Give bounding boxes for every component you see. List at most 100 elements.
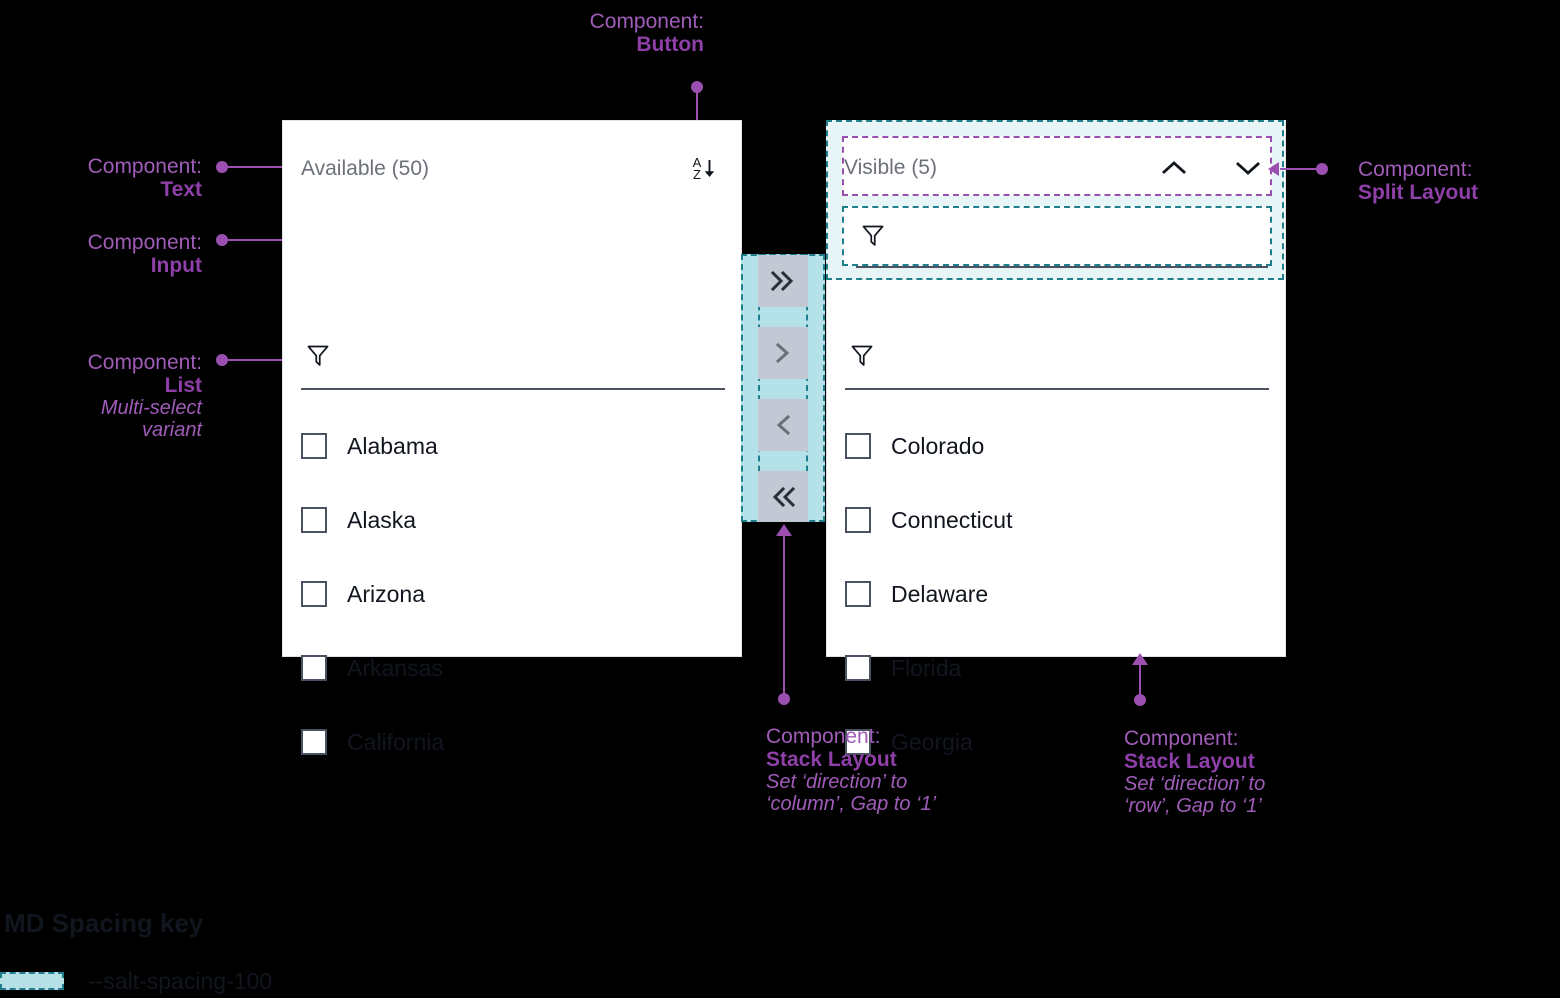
list-item-label: Alabama (347, 432, 438, 459)
annotation-button: Component: Button (500, 10, 704, 56)
chevron-left-icon (776, 414, 791, 436)
annotation-stack-column-note1: Set ‘direction’ to (766, 771, 908, 794)
list-item-label: Georgia (891, 728, 973, 755)
visible-panel-header-content: Visible (5) (844, 148, 1268, 188)
checkbox-icon[interactable] (301, 507, 327, 533)
list-item-label: Arkansas (347, 654, 443, 681)
spacing-overlay-visible-filter (842, 206, 1272, 266)
annotation-stack-row-line (1139, 663, 1141, 696)
checkbox-icon[interactable] (845, 507, 871, 533)
annotation-input-label: Component: (87, 231, 202, 254)
list-item-label: Connecticut (891, 506, 1013, 533)
visible-panel-title-text: Visible (5) (844, 156, 937, 179)
list-item[interactable]: Connecticut (845, 483, 1269, 557)
list-item[interactable]: Georgia (845, 705, 1269, 779)
funnel-filter-icon (862, 225, 884, 246)
visible-filter-visual[interactable] (844, 208, 1270, 268)
list-item[interactable]: Alabama (301, 409, 725, 483)
move-all-left-button[interactable] (758, 471, 808, 522)
annotation-split-layout: Component: Split Layout (1358, 158, 1478, 204)
spacing-key-title: MD Spacing key (4, 908, 204, 938)
spacing-key-swatch (0, 972, 64, 990)
checkbox-icon[interactable] (845, 729, 871, 755)
chevron-down-icon (1236, 162, 1260, 175)
chevron-right-icon (775, 342, 790, 364)
annotation-button-label: Component: (589, 10, 704, 33)
checkbox-icon[interactable] (301, 581, 327, 607)
list-item-label: California (347, 728, 445, 755)
spacing-overlay-visible-header (842, 136, 1272, 196)
move-right-button[interactable] (758, 327, 808, 379)
annotation-stack-column: Component: Stack Layout Set ‘direction’ … (766, 725, 936, 815)
annotation-text: Component: Text (0, 155, 202, 201)
checkbox-icon[interactable] (845, 581, 871, 607)
visible-filter-underline-visual (856, 266, 1268, 268)
available-panel-actions: A Z (685, 151, 725, 187)
move-left-button[interactable] (758, 399, 808, 451)
sort-az-descending-icon: A Z (692, 155, 718, 182)
annotation-button-name: Button (636, 33, 704, 57)
visible-filter-underline (845, 388, 1269, 390)
annotation-button-line (696, 87, 698, 134)
list-item[interactable]: California (301, 705, 725, 779)
annotation-stack-column-arrowhead (776, 524, 792, 536)
annotation-stack-column-dot (778, 693, 790, 705)
available-list[interactable]: Alabama Alaska Arizona Arkansas Californ… (301, 409, 725, 779)
annotation-list-note-line2: variant (141, 419, 202, 442)
list-item[interactable]: Florida (845, 631, 1269, 705)
checkbox-icon[interactable] (845, 433, 871, 459)
annotation-stack-column-label: Component: (766, 725, 881, 748)
visible-filter-input[interactable] (845, 334, 1269, 390)
list-item[interactable]: Arkansas (301, 631, 725, 705)
double-chevron-right-icon (770, 270, 794, 292)
move-all-right-button[interactable] (758, 255, 808, 307)
list-item-label: Florida (891, 654, 962, 681)
move-up-button-visual[interactable] (1154, 150, 1194, 186)
list-item-label: Colorado (891, 432, 985, 459)
checkbox-icon[interactable] (301, 655, 327, 681)
annotation-stack-row-note2: ‘row’, Gap to ‘1’ (1124, 795, 1262, 818)
annotation-stack-row-note1: Set ‘direction’ to (1124, 773, 1266, 796)
available-panel: Available (50) A Z (282, 120, 742, 755)
available-panel-title: Available (50) (301, 157, 430, 180)
annotation-stack-row-label: Component: (1124, 727, 1239, 750)
annotation-stack-row: Component: Stack Layout Set ‘direction’ … (1124, 727, 1265, 817)
annotation-input-dot (216, 234, 228, 246)
annotation-split-dot (1316, 163, 1328, 175)
annotation-stack-row-name: Stack Layout (1124, 750, 1255, 774)
sort-letter-bottom: Z (693, 167, 701, 182)
annotation-input-name: Input (150, 254, 202, 278)
annotation-list-dot (216, 354, 228, 366)
annotation-split-label: Component: (1358, 158, 1473, 181)
annotation-list-name: List (164, 374, 202, 398)
annotation-list-note-line1: Multi-select (100, 397, 202, 420)
annotation-text-dot (216, 161, 228, 173)
annotation-split-name: Split Layout (1358, 181, 1479, 205)
annotation-split-line (1280, 168, 1320, 170)
list-item[interactable]: Alaska (301, 483, 725, 557)
checkbox-icon[interactable] (301, 433, 327, 459)
sort-letter-top: A (692, 155, 702, 171)
annotation-input-line (224, 239, 296, 241)
list-item-label: Delaware (891, 580, 989, 607)
annotation-stack-row-arrowhead (1132, 653, 1148, 665)
list-item[interactable]: Colorado (845, 409, 1269, 483)
annotation-list: Component: List Multi-select variant (0, 351, 202, 441)
annotation-split-arrowhead (1268, 162, 1279, 176)
annotation-stack-column-line (783, 534, 785, 696)
chevron-up-icon (1162, 161, 1186, 174)
move-down-button-visual[interactable] (1228, 150, 1268, 186)
sort-az-button[interactable]: A Z (685, 151, 725, 187)
list-item-label: Alaska (347, 506, 417, 533)
checkbox-icon[interactable] (845, 655, 871, 681)
annotation-input: Component: Input (0, 231, 202, 277)
list-item[interactable]: Arizona (301, 557, 725, 631)
available-filter-input[interactable] (301, 334, 725, 390)
funnel-filter-icon (307, 345, 329, 366)
double-chevron-left-icon (772, 486, 796, 507)
checkbox-icon[interactable] (301, 729, 327, 755)
annotation-stack-row-dot (1134, 694, 1146, 706)
visible-list[interactable]: Colorado Connecticut Delaware Florida Ge… (845, 409, 1269, 779)
list-item[interactable]: Delaware (845, 557, 1269, 631)
